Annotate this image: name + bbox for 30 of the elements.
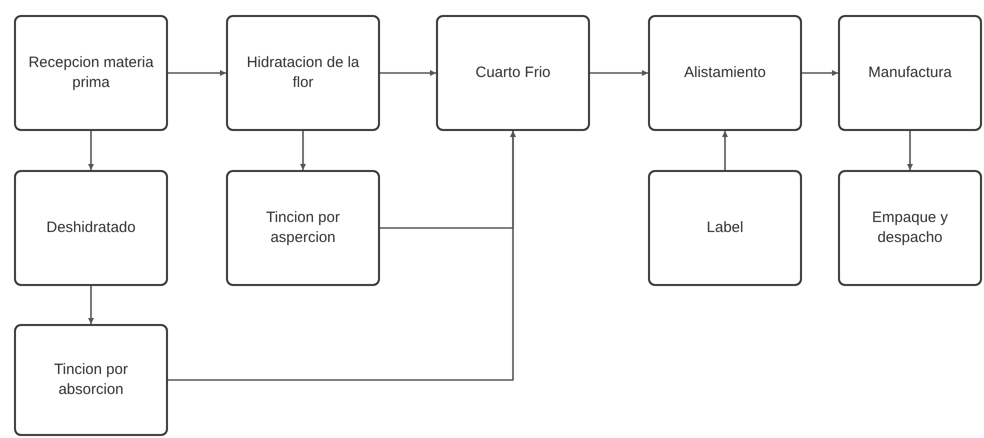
- process-box: [14, 324, 168, 436]
- arrow: [802, 70, 838, 76]
- process-box: [648, 170, 802, 286]
- arrow: [722, 131, 728, 170]
- arrow: [590, 70, 648, 76]
- step-label: Manufactura: [868, 62, 952, 83]
- step-label: Alistamiento: [684, 62, 766, 83]
- arrow: [88, 286, 94, 324]
- arrow: [907, 131, 913, 170]
- step-label: Label: [706, 218, 744, 238]
- arrow: [88, 131, 94, 170]
- step-label: Recepcion materia prima: [27, 52, 155, 93]
- step-label: Tincion por absorcion: [53, 360, 129, 400]
- process-box: [436, 15, 590, 131]
- process-box: [226, 170, 380, 286]
- arrow: [380, 70, 436, 76]
- step-label: Tincion por aspercion: [265, 208, 341, 248]
- process-box: [14, 15, 168, 131]
- arrow: [168, 131, 516, 381]
- arrow: [168, 70, 226, 76]
- process-box: [838, 15, 982, 131]
- step-label: Empaque y despacho: [871, 208, 949, 248]
- step-label: Deshidratado: [46, 218, 136, 238]
- step-label: Cuarto Frio: [475, 62, 551, 83]
- process-box: [226, 15, 380, 131]
- process-box: [14, 170, 168, 286]
- arrow: [300, 131, 306, 170]
- step-label: Hidratacion de la flor: [246, 52, 360, 93]
- process-box: [648, 15, 802, 131]
- process-box: [838, 170, 982, 286]
